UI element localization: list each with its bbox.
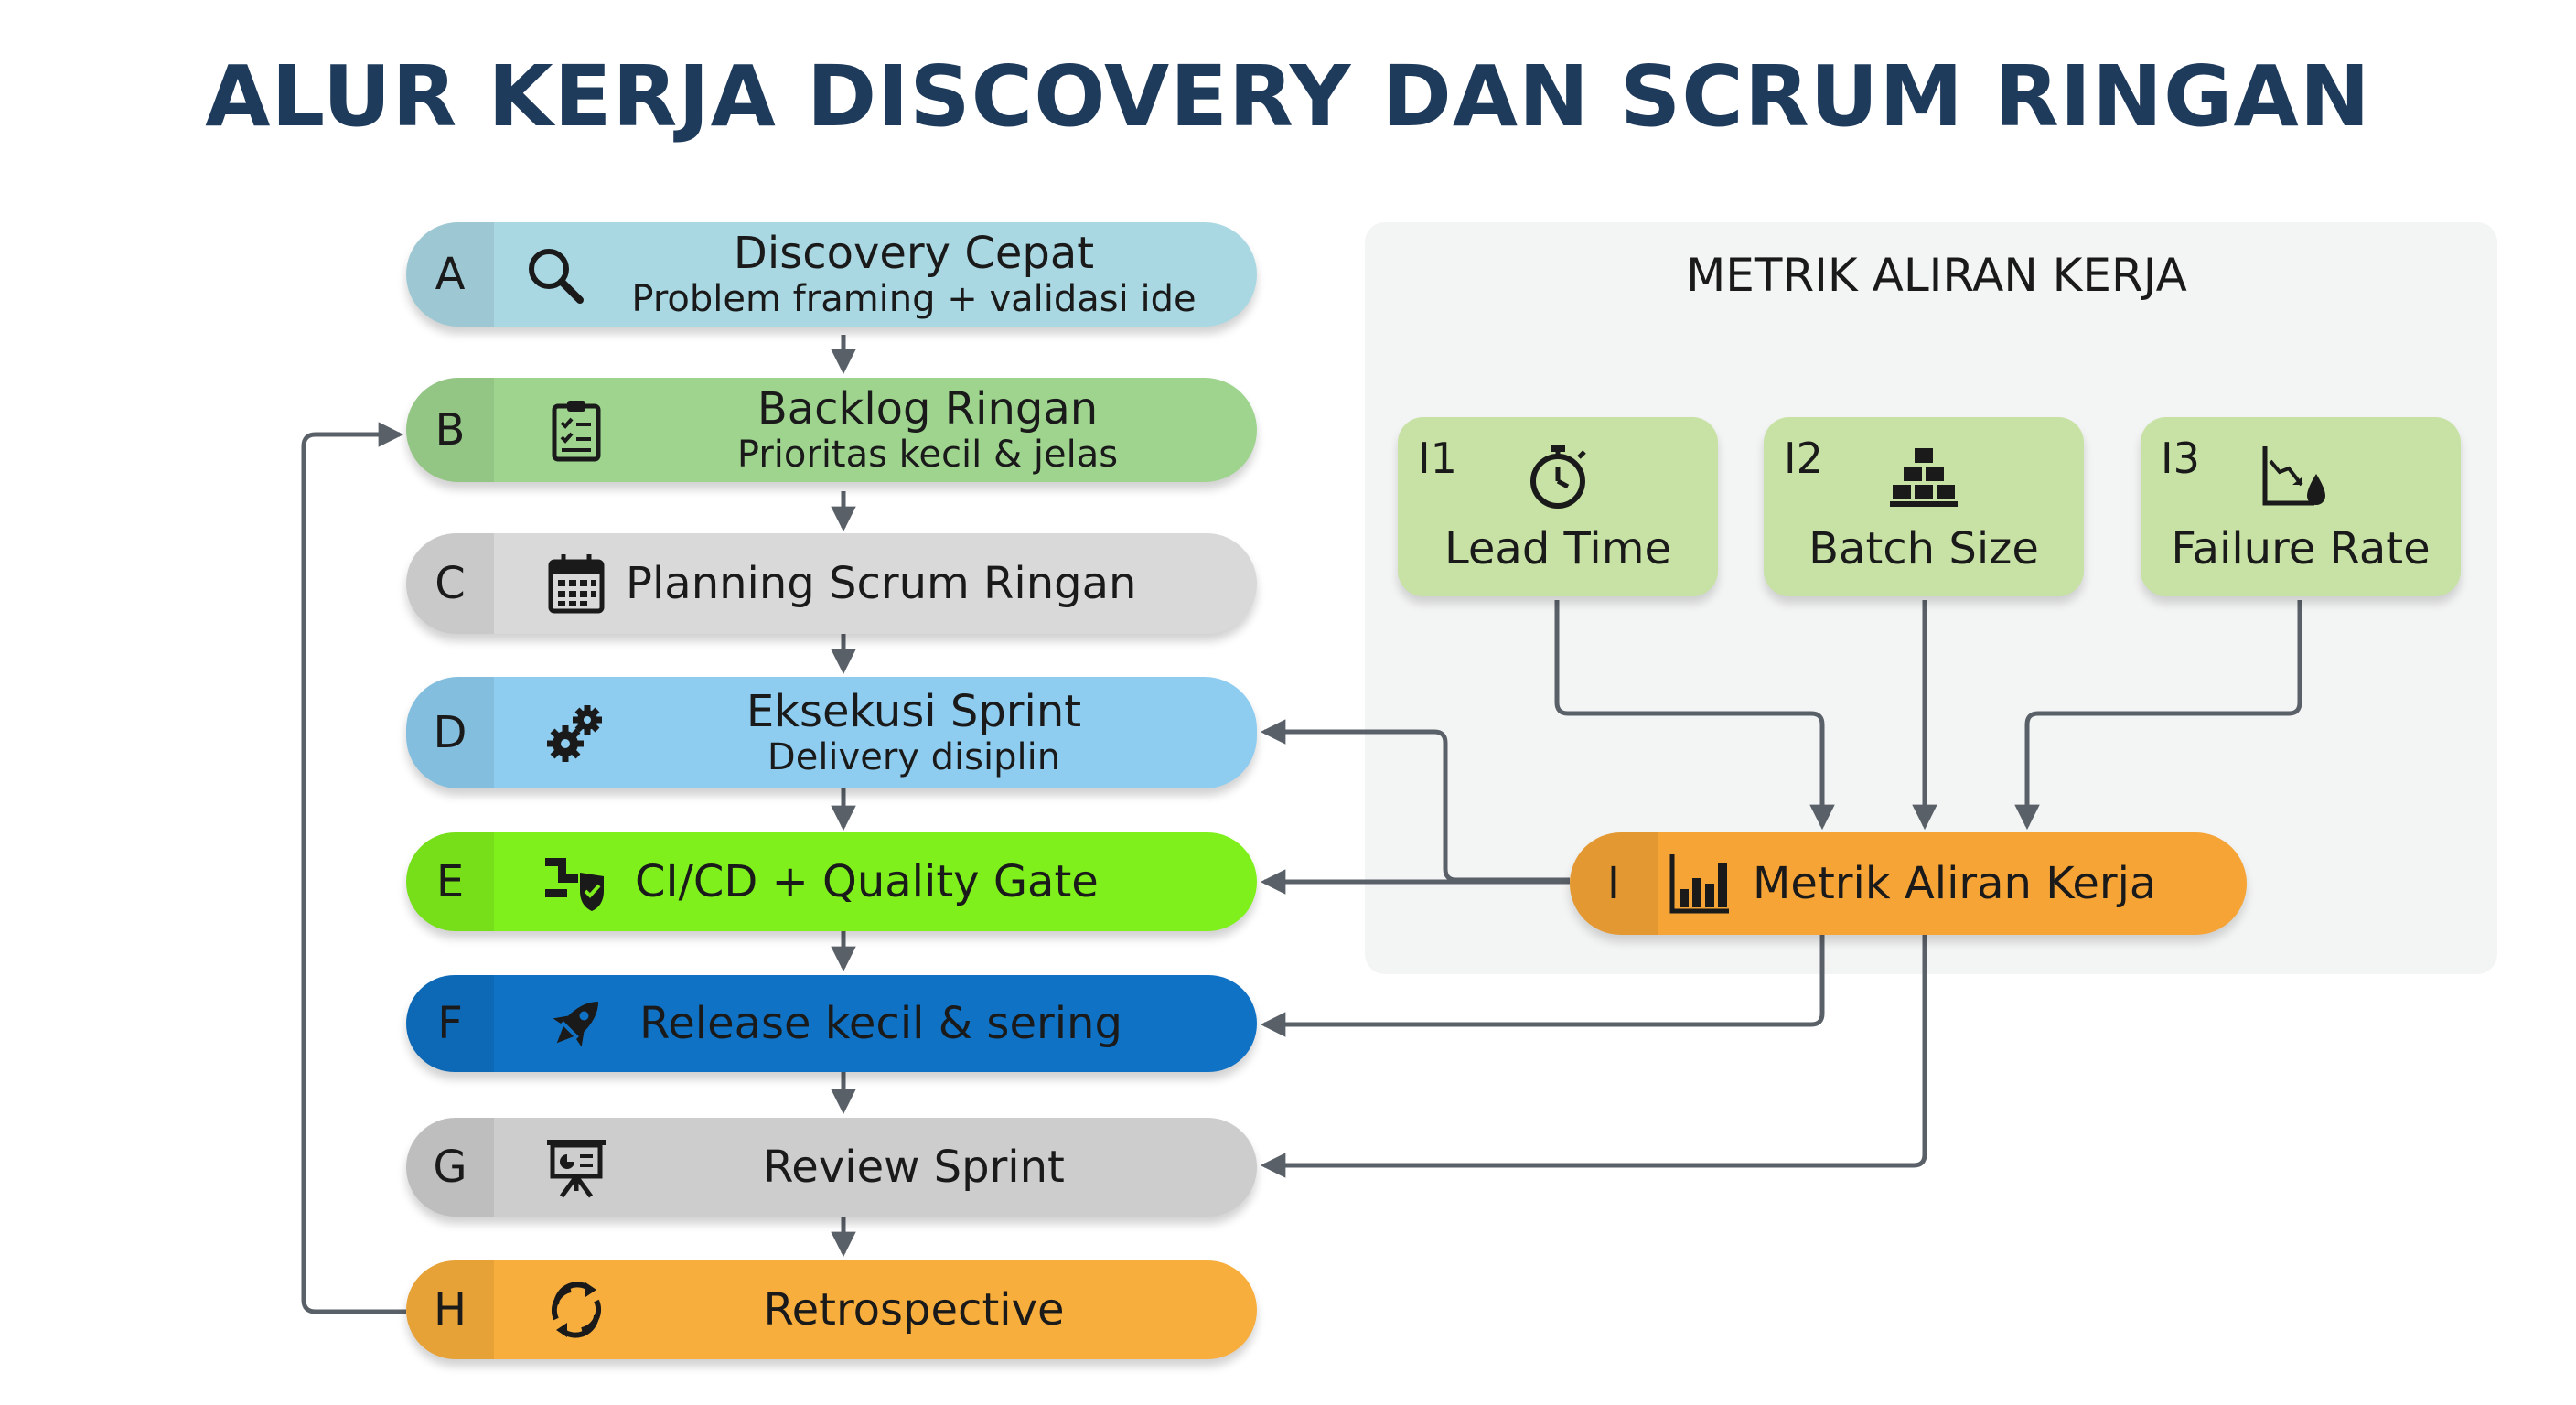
declining-chart-drop-icon — [2259, 441, 2331, 512]
loop-arrow-h-b — [301, 422, 406, 1314]
step-subtitle: Problem framing + validasi ide — [631, 278, 1197, 320]
page-title: ALUR KERJA DISCOVERY DAN SCRUM RINGAN — [205, 48, 2371, 145]
step-letter: D — [433, 707, 467, 758]
step-g-review: G Review Sprint — [406, 1118, 1257, 1217]
metric-label: Batch Size — [1809, 523, 2039, 574]
step-b-backlog: B Backlog Ringan Prioritas kecil & jelas — [406, 378, 1257, 482]
step-title: Discovery Cepat — [733, 228, 1095, 279]
step-letter: F — [437, 998, 463, 1049]
hub-metrik-aliran-kerja: I Metrik Aliran Kerja — [1570, 832, 2247, 935]
hub-label: Metrik Aliran Kerja — [1753, 858, 2157, 909]
magnifier-icon — [521, 241, 587, 307]
arrow-hub-d — [1260, 719, 1570, 883]
metric-id: I2 — [1784, 434, 1823, 483]
arrow-i1-hub — [1554, 600, 1835, 831]
presentation-board-icon — [543, 1134, 609, 1200]
step-d-execution: D Eksekusi Sprint Delivery disiplin — [406, 677, 1257, 788]
step-subtitle: Prioritas kecil & jelas — [736, 434, 1119, 476]
metrics-panel-title: METRIK ALIRAN KERJA — [1686, 249, 2187, 302]
step-letter: C — [435, 558, 466, 609]
step-letter: A — [435, 249, 466, 300]
step-title: CI/CD + Quality Gate — [635, 856, 1099, 907]
step-title: Backlog Ringan — [757, 383, 1099, 434]
metric-id: I1 — [1418, 434, 1457, 483]
step-title: Review Sprint — [763, 1142, 1065, 1193]
metric-label: Failure Rate — [2171, 523, 2431, 574]
step-title: Planning Scrum Ringan — [626, 558, 1137, 609]
rocket-icon — [543, 991, 609, 1056]
step-letter: B — [435, 404, 466, 456]
metric-i1-lead-time: I1 Lead Time — [1398, 417, 1718, 596]
stopwatch-icon — [1522, 441, 1594, 512]
step-h-retrospective: H Retrospective — [406, 1260, 1257, 1359]
step-letter: H — [433, 1284, 467, 1335]
stacked-blocks-icon — [1888, 441, 1959, 512]
clipboard-checklist-icon — [543, 397, 609, 463]
step-title: Retrospective — [763, 1284, 1065, 1335]
metric-label: Lead Time — [1444, 523, 1672, 574]
step-c-planning: C Planning Scrum Ringan — [406, 533, 1257, 634]
metric-id: I3 — [2161, 434, 2200, 483]
cycle-arrows-icon — [543, 1277, 609, 1343]
step-f-release: F Release kecil & sering — [406, 975, 1257, 1072]
gears-icon — [543, 700, 609, 766]
step-e-cicd: E CI/CD + Quality Gate — [406, 832, 1257, 931]
step-title: Release kecil & sering — [639, 998, 1122, 1049]
arrow-hub-f — [1260, 935, 1825, 1037]
step-subtitle: Delivery disiplin — [767, 736, 1061, 778]
calendar-icon — [543, 551, 609, 617]
metric-i3-failure-rate: I3 Failure Rate — [2141, 417, 2461, 596]
metric-i2-batch-size: I2 Batch Size — [1764, 417, 2084, 596]
pipeline-shield-icon — [543, 849, 609, 915]
bar-chart-icon — [1667, 851, 1733, 917]
hub-letter: I — [1606, 858, 1621, 909]
step-title: Eksekusi Sprint — [746, 686, 1082, 737]
arrow-i3-hub — [2014, 600, 2302, 831]
step-a-discovery: A Discovery Cepat Problem framing + vali… — [406, 222, 1257, 327]
step-letter: G — [433, 1142, 467, 1193]
arrow-hub-g — [1260, 935, 1927, 1178]
step-letter: E — [435, 856, 465, 907]
